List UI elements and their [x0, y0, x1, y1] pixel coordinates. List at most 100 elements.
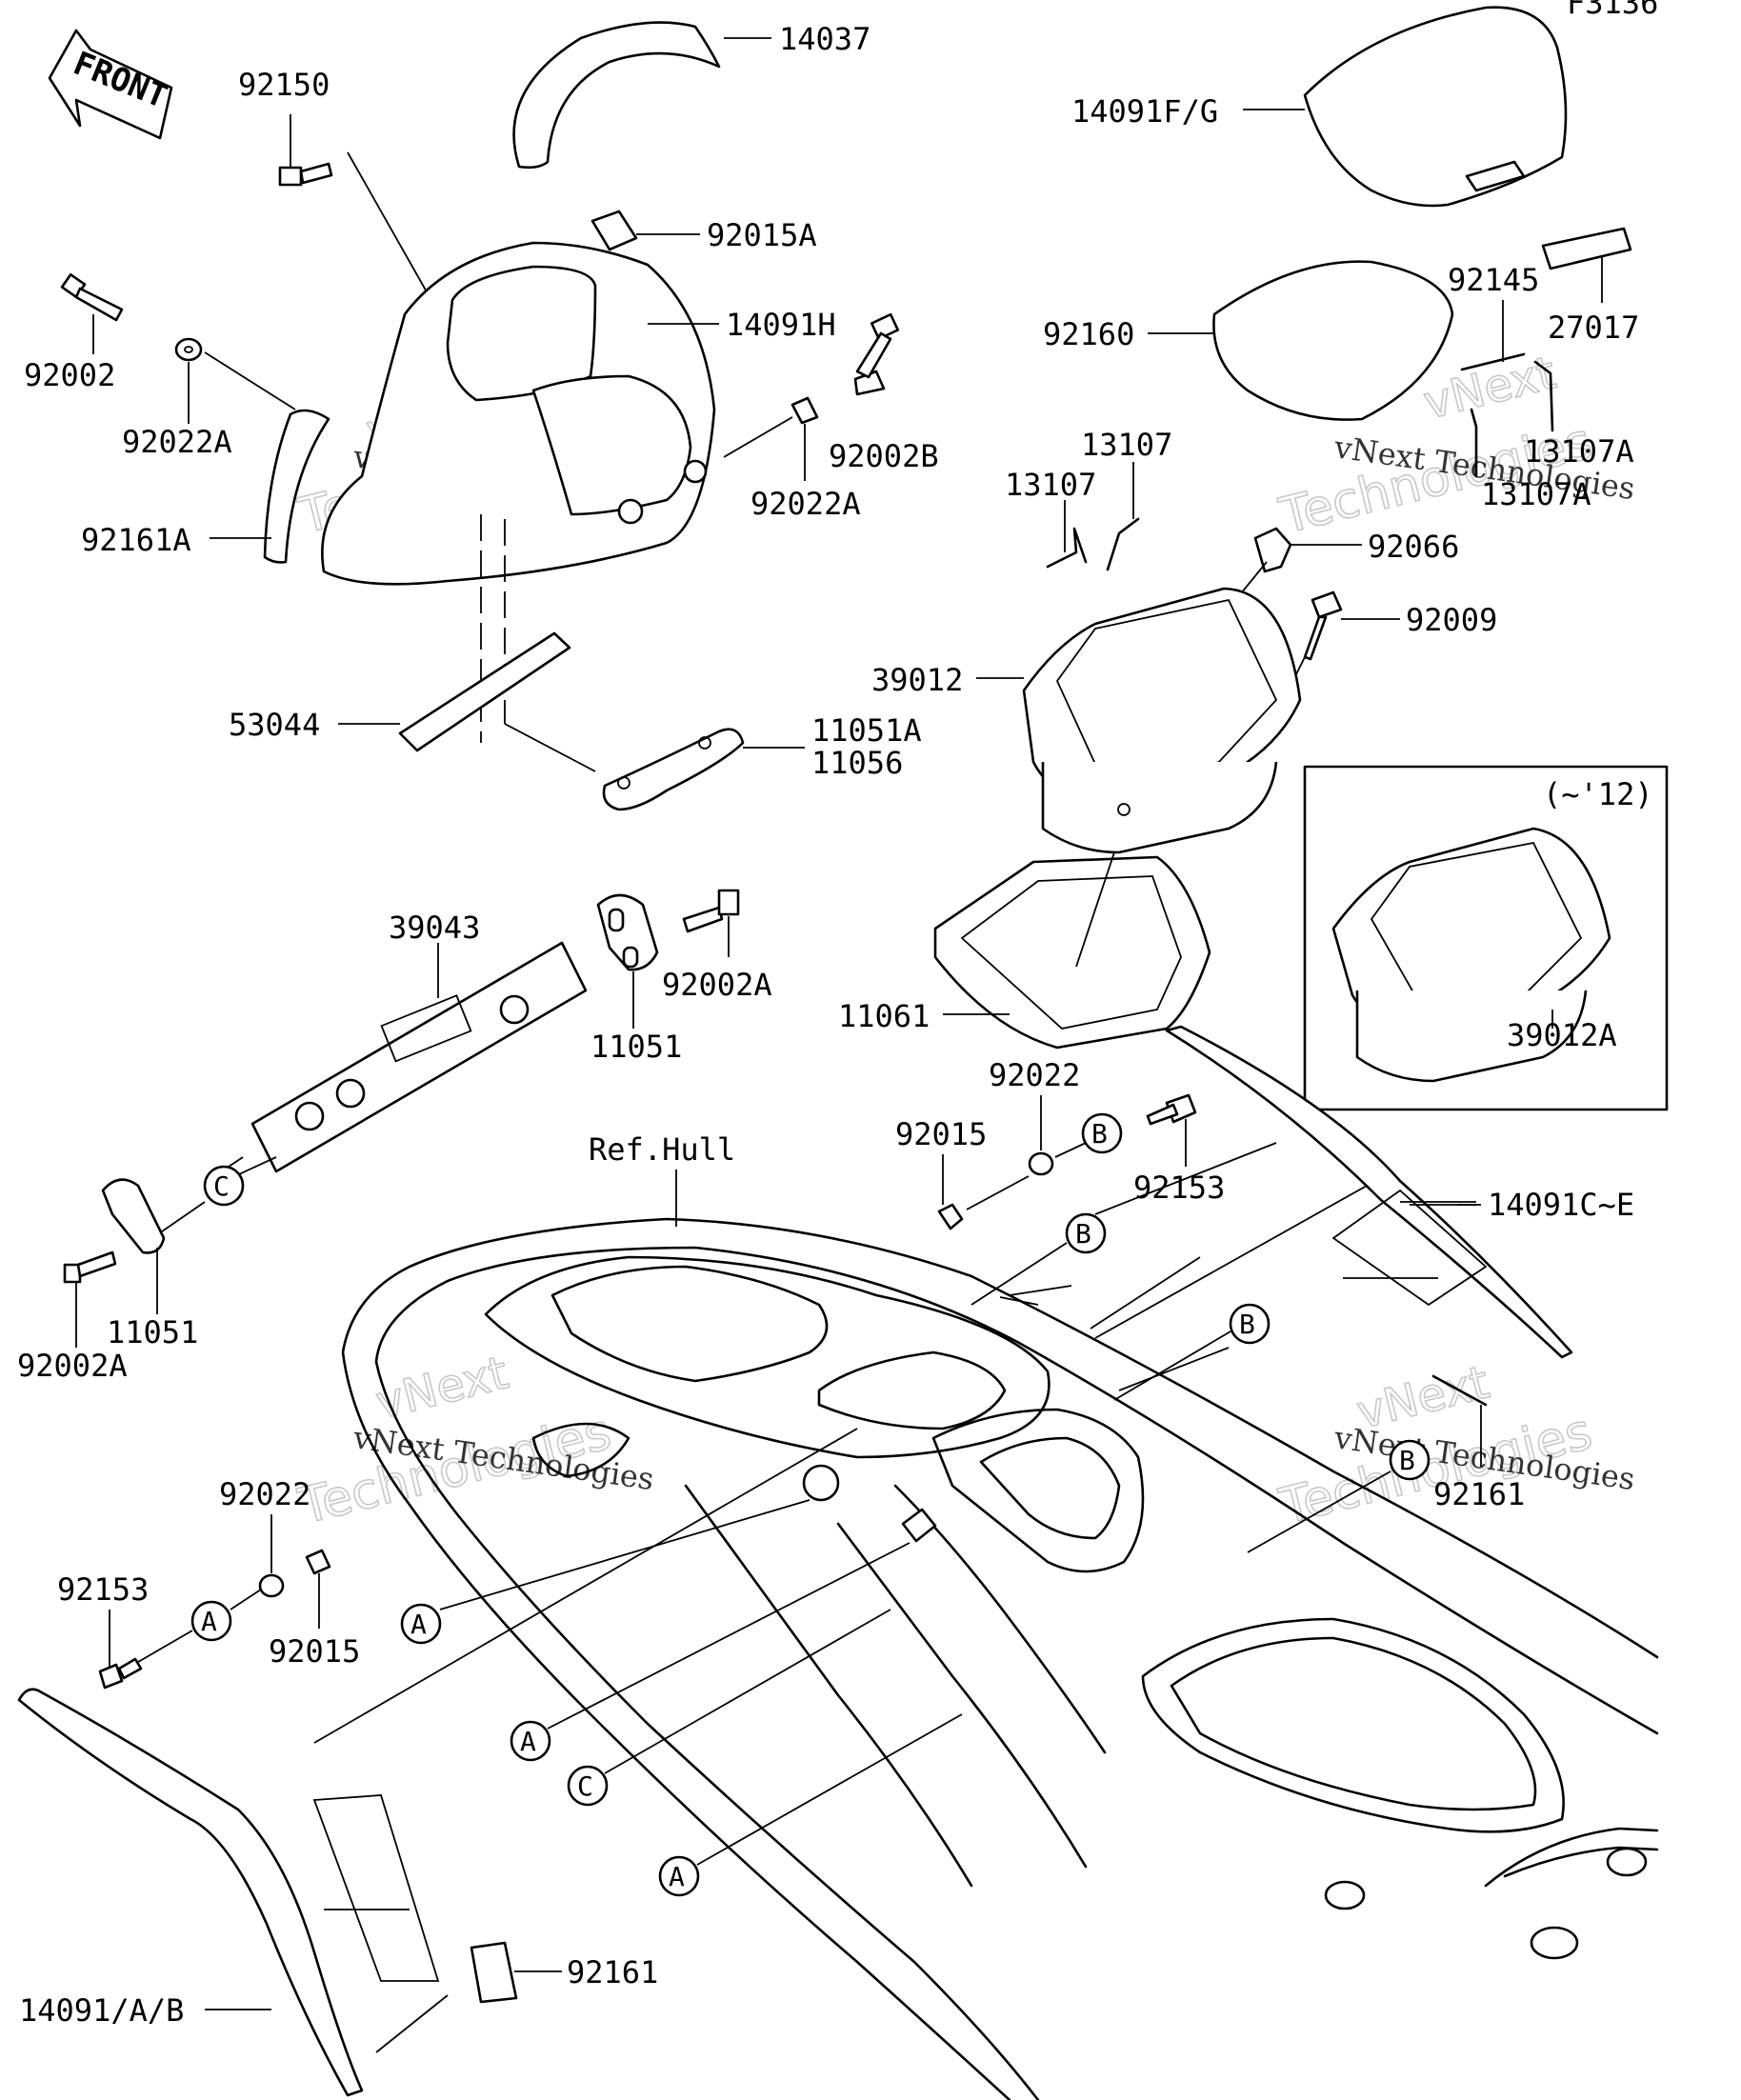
label-92002B: 92002B [829, 438, 939, 474]
part-92002A-mid [682, 889, 740, 957]
label-92161A: 92161A [81, 522, 191, 558]
part-92153-low [98, 1610, 143, 1690]
label-92153-low: 92153 [57, 1571, 149, 1608]
label-92022-low: 92022 [219, 1476, 310, 1512]
figure-code: F3136 [1567, 0, 1658, 21]
svg-text:vNext: vNext [1418, 346, 1561, 430]
part-92009 [1280, 590, 1400, 706]
part-14091AB [17, 1428, 858, 2097]
label-92145: 92145 [1448, 262, 1539, 298]
svg-text:B: B [1091, 1118, 1108, 1150]
part-92145 [1460, 300, 1526, 371]
label-92015A: 92015A [707, 217, 817, 253]
label-92002A-left: 92002A [17, 1348, 128, 1384]
part-92022A-left [174, 337, 296, 424]
part-27017 [1541, 227, 1632, 303]
label-92161-low: 92161 [567, 1954, 658, 1990]
part-39012 [976, 587, 1302, 854]
part-11051-mid [596, 893, 659, 1029]
label-39012: 39012 [871, 662, 963, 698]
label-92022-mid: 92022 [989, 1057, 1080, 1093]
inset-39012A: (~'12) [1303, 765, 1669, 1111]
part-92015-mid [937, 1154, 1030, 1230]
reference-label: Ref.Hull [589, 1131, 735, 1168]
label-92002: 92002 [24, 357, 115, 393]
part-14091H [321, 241, 719, 586]
ref-circle-c-1: C [151, 1156, 245, 1239]
label-11051-left: 11051 [107, 1314, 198, 1350]
ref-circle-c-2: C [567, 1609, 891, 1807]
part-92153-mid [1146, 1093, 1197, 1167]
label-92015-mid: 92015 [895, 1116, 987, 1152]
part-13107A [1470, 360, 1554, 478]
label-92153-mid: 92153 [1133, 1170, 1225, 1206]
label-53044: 53044 [229, 707, 320, 743]
label-92161-right: 92161 [1433, 1476, 1525, 1512]
label-14037: 14037 [779, 21, 870, 57]
svg-text:C: C [213, 1170, 230, 1202]
ref-circle-b-2: B [971, 1212, 1107, 1306]
ref-circle-b-3: B [1113, 1303, 1271, 1401]
label-13107-top: 13107 [1081, 427, 1172, 463]
part-92015A [590, 210, 700, 251]
svg-text:vNext: vNext [370, 1346, 513, 1430]
part-92002B [853, 312, 900, 396]
part-92002 [60, 272, 124, 354]
label-11061: 11061 [838, 998, 930, 1034]
label-92009: 92009 [1406, 602, 1497, 638]
part-11051-left [101, 1178, 166, 1314]
inset-label: (~'12) [1543, 776, 1653, 812]
part-53044 [338, 631, 571, 752]
svg-text:A: A [669, 1861, 685, 1892]
part-92022-mid [1028, 1095, 1087, 1176]
part-92150 [278, 114, 430, 296]
part-14091CE [1165, 1025, 1573, 1359]
svg-text:A: A [520, 1726, 536, 1757]
svg-text:C: C [577, 1770, 593, 1802]
label-92150: 92150 [238, 67, 330, 103]
label-11056: 11056 [811, 745, 903, 781]
label-14091CE: 14091C~E [1488, 1187, 1634, 1223]
label-14091FG: 14091F/G [1071, 93, 1218, 130]
svg-text:B: B [1239, 1309, 1255, 1340]
label-92015-low: 92015 [269, 1633, 360, 1670]
label-14091H: 14091H [726, 307, 836, 343]
label-92022A-left: 92022A [122, 424, 232, 460]
svg-text:A: A [201, 1606, 217, 1637]
front-arrow-icon: FRONT [48, 29, 172, 140]
part-92015-low [305, 1549, 331, 1629]
part-39043 [228, 941, 588, 1180]
ref-circle-a-2: A [510, 1542, 911, 1762]
label-11051-mid: 11051 [590, 1029, 682, 1065]
part-14037 [512, 21, 771, 170]
hull: Ref.Hull [341, 1131, 1659, 2100]
label-11051A: 11051A [811, 712, 922, 749]
label-13107-left: 13107 [1005, 467, 1096, 503]
svg-text:B: B [1075, 1218, 1091, 1250]
svg-text:B: B [1399, 1445, 1415, 1476]
label-92002A-mid: 92002A [662, 967, 772, 1003]
part-92002A-left [63, 1250, 117, 1348]
label-13107A-b: 13107A [1481, 476, 1591, 512]
label-92066: 92066 [1368, 529, 1459, 565]
part-92160 [1148, 260, 1454, 421]
label-92160: 92160 [1043, 316, 1134, 352]
label-39012A: 39012A [1507, 1017, 1617, 1053]
label-92022A-right: 92022A [750, 486, 861, 522]
label-14091AB: 14091/A/B [19, 1992, 184, 2029]
svg-text:A: A [410, 1609, 427, 1640]
label-27017: 27017 [1548, 310, 1639, 346]
label-13107A-a: 13107A [1524, 433, 1634, 470]
ref-circle-b-1: B [1081, 1112, 1123, 1154]
ref-circle-a-4: A [132, 1585, 268, 1666]
part-14091FG [1243, 6, 1568, 208]
ref-circle-a-1: A [400, 1499, 810, 1645]
part-92161-right [1431, 1374, 1488, 1467]
ref-circle-a-3: A [658, 1713, 963, 1897]
part-92161A [210, 409, 330, 564]
part-13107 [1046, 462, 1140, 571]
label-39043: 39043 [389, 910, 480, 946]
part-92161-low [470, 1941, 562, 2004]
ref-circle-b-4: B [1247, 1439, 1431, 1553]
